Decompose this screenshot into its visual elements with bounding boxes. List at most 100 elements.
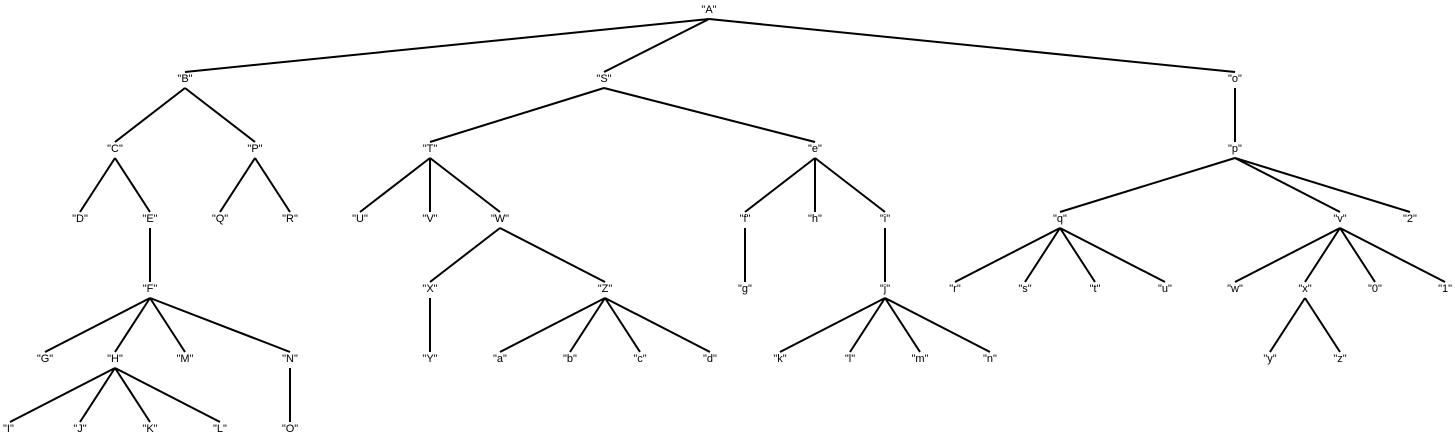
tree-edge-upper-z-to-lower-b — [569, 297, 606, 353]
tree-edge-lower-q-to-lower-r — [954, 227, 1061, 283]
edge-layer — [9, 18, 1446, 423]
tree-edge-lower-v-to-lower-w — [1234, 227, 1341, 283]
tree-edge-upper-h-to-upper-j — [79, 367, 116, 423]
tree-edge-lower-j-to-lower-l — [849, 297, 886, 353]
tree-node-lower-b: "b" — [563, 353, 577, 365]
tree-edge-upper-s-to-lower-e — [603, 87, 816, 143]
tree-edge-upper-f-to-upper-n — [149, 297, 291, 353]
tree-edge-upper-p-to-upper-r — [254, 157, 291, 213]
tree-node-lower-w: "w" — [1227, 283, 1243, 295]
tree-edge-lower-p-to-lower-v — [1234, 157, 1341, 213]
tree-edge-lower-j-to-lower-m — [884, 297, 921, 353]
tree-edge-upper-h-to-upper-k — [114, 367, 151, 423]
tree-node-lower-q: "q" — [1053, 213, 1067, 225]
tree-node-upper-e: "E" — [142, 213, 157, 225]
tree-node-lower-y: "y" — [1263, 353, 1276, 365]
tree-node-num-2: "2" — [1403, 213, 1417, 225]
tree-node-upper-c: "C" — [107, 143, 123, 155]
tree-edge-lower-p-to-lower-q — [1059, 157, 1236, 213]
tree-edge-upper-b-to-upper-c — [114, 87, 186, 143]
tree-edge-upper-h-to-upper-l — [114, 367, 221, 423]
tree-node-lower-r: "r" — [949, 283, 961, 295]
tree-edge-lower-v-to-num-0 — [1339, 227, 1376, 283]
tree-node-lower-v: "v" — [1333, 213, 1346, 225]
tree-node-lower-k: "k" — [773, 353, 786, 365]
tree-edge-lower-e-to-lower-i — [814, 157, 886, 213]
tree-node-lower-s: "s" — [1018, 283, 1031, 295]
tree-node-upper-d: "D" — [72, 213, 88, 225]
tree-node-upper-w: "W" — [491, 213, 509, 225]
tree-node-lower-i: "i" — [880, 213, 890, 225]
tree-node-upper-l: "L" — [213, 423, 227, 435]
tree-node-upper-a: "A" — [701, 4, 716, 16]
tree-node-upper-v: "V" — [422, 213, 437, 225]
tree-node-lower-g: "g" — [738, 283, 752, 295]
tree-edge-upper-z-to-lower-a — [499, 297, 606, 353]
tree-node-upper-q: "Q" — [212, 213, 228, 225]
tree-node-lower-a: "a" — [493, 353, 507, 365]
tree-edge-lower-x-to-lower-z — [1304, 297, 1341, 353]
tree-edge-upper-a-to-lower-o — [708, 18, 1236, 73]
tree-node-upper-f: "F" — [143, 283, 158, 295]
tree-edge-upper-b-to-upper-p — [184, 87, 256, 143]
tree-edge-lower-j-to-lower-k — [779, 297, 886, 353]
tree-node-upper-h: "H" — [107, 353, 123, 365]
tree-edge-upper-h-to-upper-i — [9, 367, 116, 423]
tree-node-lower-u: "u" — [1158, 283, 1172, 295]
tree-node-lower-o: "o" — [1228, 73, 1242, 85]
tree-edge-lower-j-to-lower-n — [884, 297, 991, 353]
tree-node-upper-z: "Z" — [598, 283, 613, 295]
tree-node-upper-b: "B" — [177, 73, 192, 85]
tree-edge-upper-z-to-lower-c — [604, 297, 641, 353]
tree-node-upper-t: "T" — [423, 143, 438, 155]
tree-node-lower-l: "l" — [845, 353, 855, 365]
tree-edge-upper-z-to-lower-d — [604, 297, 711, 353]
tree-edge-lower-x-to-lower-y — [1269, 297, 1306, 353]
tree-node-upper-x: "X" — [422, 283, 437, 295]
tree-node-upper-n: "N" — [282, 353, 298, 365]
tree-node-upper-s: "S" — [596, 73, 611, 85]
tree-node-upper-g: "G" — [37, 353, 53, 365]
tree-edge-upper-s-to-upper-t — [429, 87, 605, 143]
tree-node-lower-z: "z" — [1333, 353, 1346, 365]
tree-edge-upper-a-to-upper-b — [184, 18, 710, 73]
tree-node-lower-x: "x" — [1298, 283, 1311, 295]
tree-node-lower-m: "m" — [912, 353, 929, 365]
tree-edge-upper-w-to-upper-x — [429, 227, 501, 283]
tree-node-lower-c: "c" — [633, 353, 646, 365]
tree-edge-lower-v-to-lower-x — [1304, 227, 1341, 283]
tree-edge-upper-a-to-upper-s — [603, 18, 710, 73]
tree-edge-upper-f-to-upper-m — [149, 297, 186, 353]
tree-edge-lower-q-to-lower-t — [1059, 227, 1096, 283]
tree-node-lower-t: "t" — [1090, 283, 1101, 295]
tree-edge-lower-q-to-lower-u — [1059, 227, 1166, 283]
tree-edge-upper-c-to-upper-e — [114, 157, 151, 213]
tree-edge-lower-e-to-lower-f — [744, 157, 816, 213]
tree-edge-upper-p-to-upper-q — [219, 157, 256, 213]
tree-node-lower-e: "e" — [808, 143, 822, 155]
tree-edge-lower-q-to-lower-s — [1024, 227, 1061, 283]
tree-node-lower-f: "f" — [740, 213, 751, 225]
tree-node-upper-r: "R" — [282, 213, 298, 225]
tree-node-lower-j: "j" — [880, 283, 890, 295]
tree-node-num-1: "1" — [1438, 283, 1452, 295]
tree-node-upper-m: "M" — [177, 353, 194, 365]
tree-edge-lower-v-to-num-1 — [1339, 227, 1446, 283]
tree-edge-lower-p-to-num-2 — [1234, 157, 1411, 213]
tree-edge-upper-w-to-upper-z — [499, 227, 606, 283]
tree-edge-upper-f-to-upper-g — [44, 297, 151, 353]
tree-node-lower-n: "n" — [983, 353, 997, 365]
tree-node-lower-h: "h" — [808, 213, 822, 225]
tree-edge-upper-t-to-upper-u — [359, 157, 431, 213]
tree-node-lower-d: "d" — [703, 353, 717, 365]
tree-node-upper-k: "K" — [142, 423, 157, 435]
tree-node-lower-p: "p" — [1228, 143, 1242, 155]
tree-edge-upper-c-to-upper-d — [79, 157, 116, 213]
tree-node-upper-o: "O" — [282, 423, 298, 435]
tree-node-upper-j: "J" — [73, 423, 86, 435]
node-layer: "A""B""S""o""C""P""T""e""p""D""E""Q""R""… — [3, 4, 1452, 435]
tree-node-upper-u: "U" — [352, 213, 368, 225]
tree-node-upper-y: "Y" — [422, 353, 437, 365]
